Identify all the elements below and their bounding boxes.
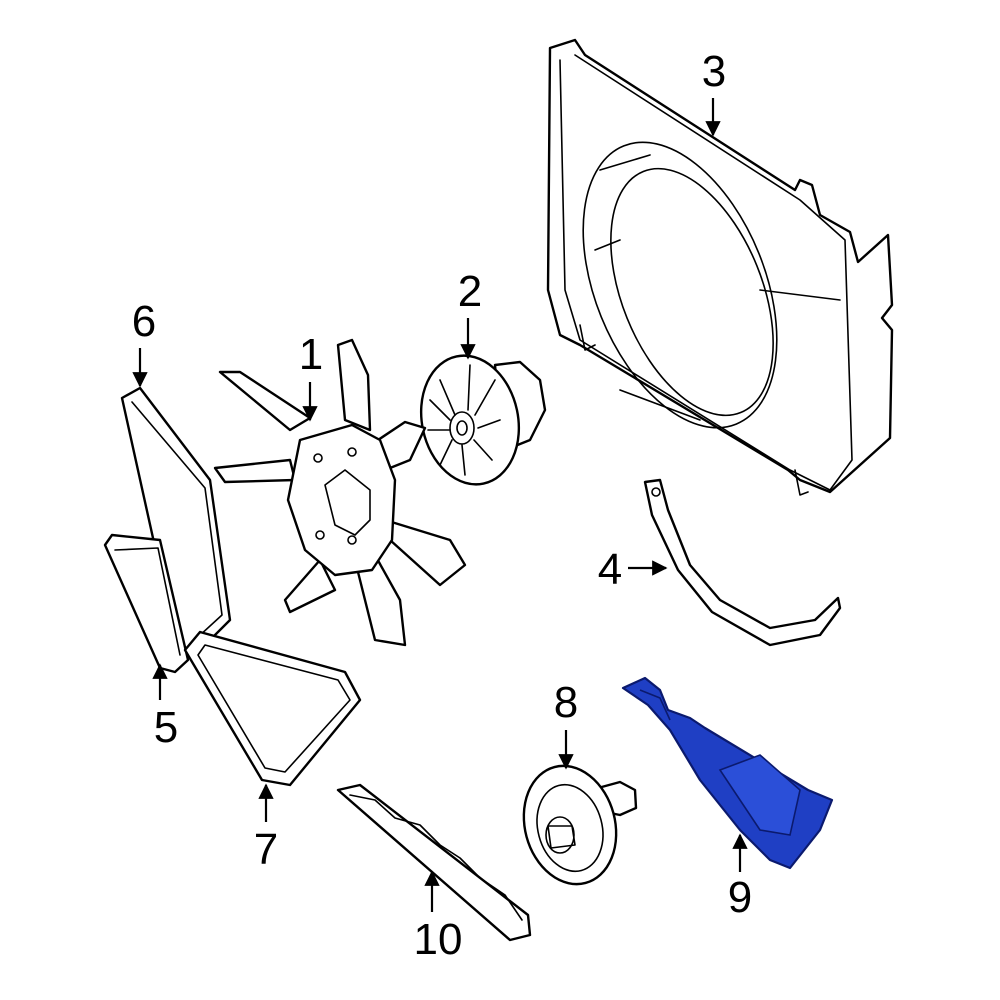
callout-6: 6 — [131, 297, 157, 346]
pulley — [522, 764, 638, 886]
fan-blade — [213, 338, 467, 647]
fan-shroud — [546, 38, 894, 496]
highlighted-bracket — [621, 676, 834, 870]
callout-5: 5 — [153, 703, 179, 752]
fan-clutch — [419, 354, 547, 486]
bracket-strip — [336, 783, 532, 942]
callout-1: 1 — [298, 330, 324, 379]
callout-3: 3 — [701, 47, 727, 96]
callout-2: 2 — [457, 267, 483, 316]
callout-7: 7 — [253, 825, 279, 874]
callout-4: 4 — [597, 545, 623, 594]
callout-9: 9 — [727, 873, 753, 922]
leader-lines — [132, 98, 748, 912]
shroud-strap — [643, 478, 842, 647]
callout-10: 10 — [413, 915, 463, 964]
belt-lower-right — [183, 630, 362, 787]
callout-8: 8 — [553, 678, 579, 727]
